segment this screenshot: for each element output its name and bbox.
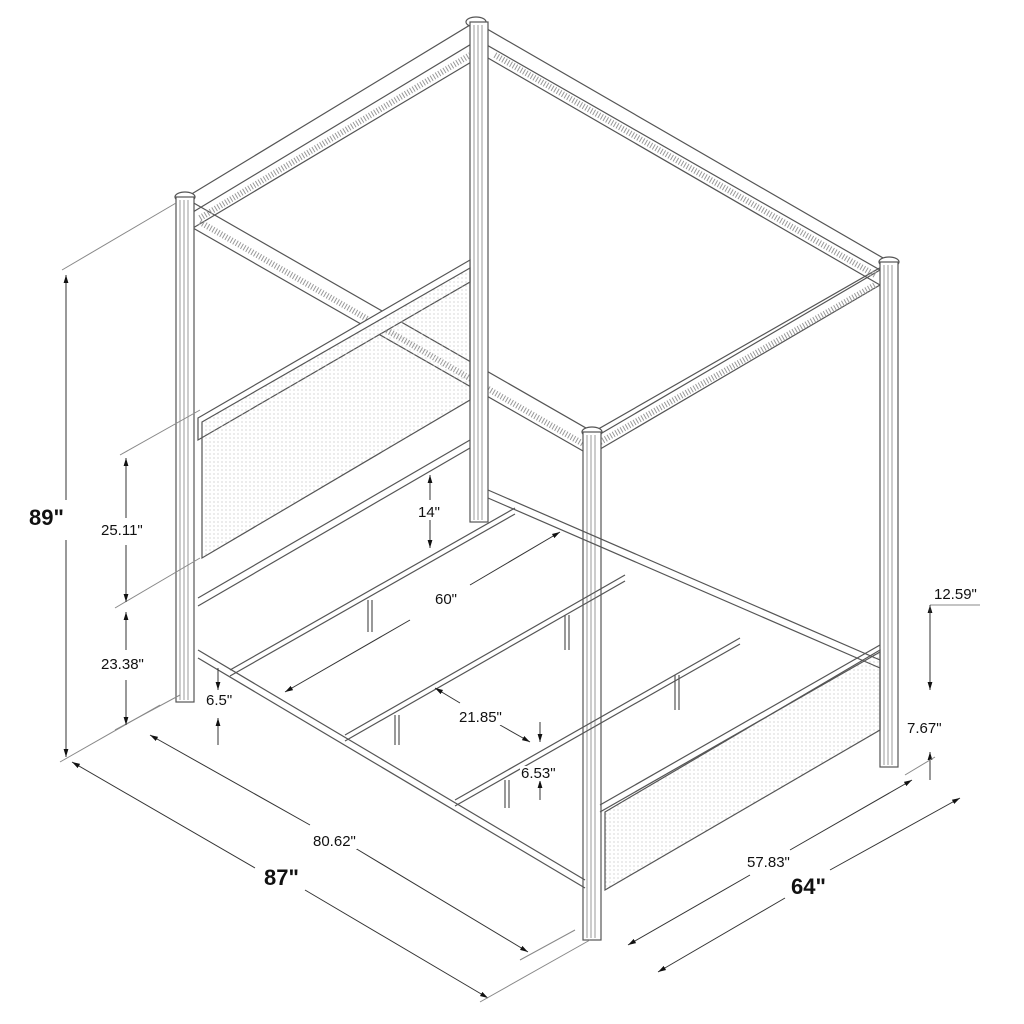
dim-headboard-leg-height: 23.38" [100,656,145,673]
dim-slat-spacing: 21.85" [458,709,503,726]
dim-inner-length: 80.62" [312,833,357,850]
dim-rail-height: 6.5" [205,692,234,709]
dim-overall-length: 87" [263,865,300,890]
headboard [197,258,471,607]
dim-overall-width: 64" [790,874,827,899]
dim-footboard-inner-width: 57.83" [746,854,791,871]
bed-posts [174,16,900,941]
dim-footboard-panel-height: 12.59" [933,586,978,603]
dim-footboard-clearance: 7.67" [906,720,943,737]
bed-frame [174,16,900,941]
side-rails-and-slats [197,489,881,889]
footboard [599,644,881,892]
dim-headboard-panel-height: 25.11" [100,522,144,539]
dim-slat-support-height: 6.53" [520,765,557,782]
dim-overall-height: 89" [28,505,65,530]
dim-inner-width: 60" [434,591,459,608]
dim-rail-clearance: 14" [417,504,442,521]
dimension-lines [60,202,980,1002]
